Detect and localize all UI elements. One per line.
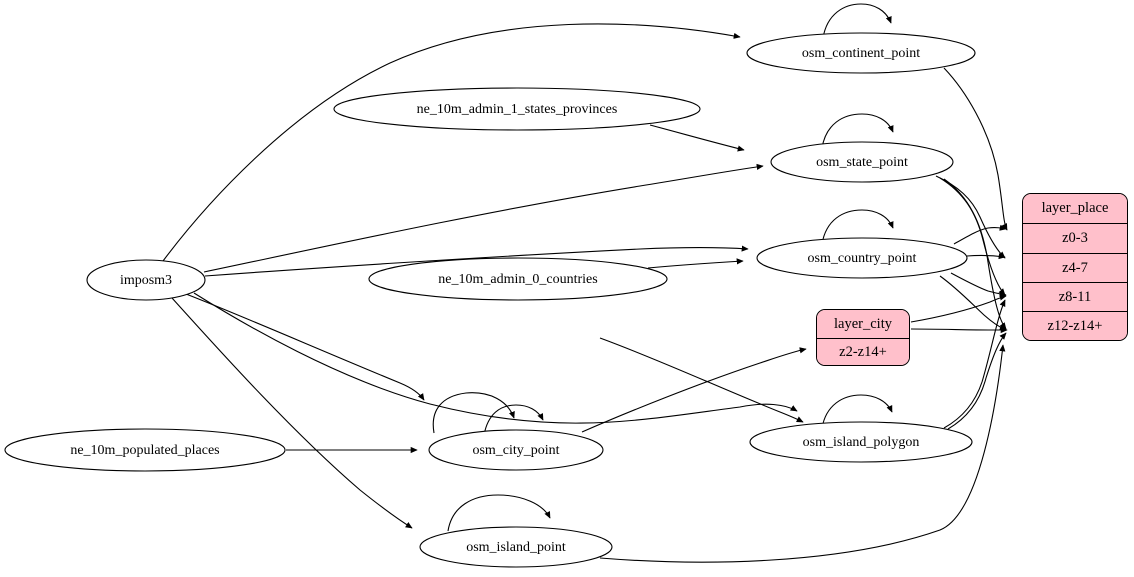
node-osm-city-point[interactable]: osm_city_point <box>428 429 604 471</box>
edge-osm-island-polygon-to-layer-place-z8-11 <box>943 299 1006 429</box>
edge-imposm3-to-osm-country-point <box>204 245 749 277</box>
record-node-layer-city[interactable]: layer_city z2-z14+ <box>816 309 910 366</box>
edge-imposm3-to-osm-island-polygon <box>193 292 798 424</box>
edge-self-loop-osm-city-point <box>483 404 544 436</box>
edge-layer-city-to-layer-place-z12-z14 <box>910 326 1008 334</box>
node-ne-10m-admin-1-states-provinces[interactable]: ne_10m_admin_1_states_provinces <box>333 87 701 131</box>
node-label-osm-country-point: osm_country_point <box>808 251 917 266</box>
edge-imposm3-to-osm-island-point <box>171 297 413 529</box>
record-row-layer-city-header: layer_city <box>817 310 909 339</box>
edge-imposm3-to-osm-city-point <box>185 293 425 401</box>
edge-osm-state-point-to-layer-place-z12-z14 <box>943 178 1007 330</box>
edge-self-loop-osm-continent-point <box>822 3 892 39</box>
node-ne-10m-admin-0-countries[interactable]: ne_10m_admin_0_countries <box>368 257 668 301</box>
record-row-layer-place-z8-11[interactable]: z8-11 <box>1023 283 1127 312</box>
node-label-osm-state-point: osm_state_point <box>816 155 908 170</box>
edge-self-loop-osm-state-point <box>821 113 894 149</box>
edge-layer-city-to-layer-place-z8-11 <box>910 294 1007 323</box>
record-row-layer-city-z2-z14[interactable]: z2-z14+ <box>817 339 909 365</box>
node-label-ne-10m-admin-0-countries: ne_10m_admin_0_countries <box>438 272 597 287</box>
edge-osm-state-point-to-layer-place-z8-11 <box>939 177 1006 296</box>
node-label-osm-island-polygon: osm_island_polygon <box>803 435 920 450</box>
node-label-osm-continent-point: osm_continent_point <box>802 46 920 61</box>
edge-osm-country-point-to-layer-place-z12-z14 <box>939 275 1007 331</box>
edge-osm-continent-point-to-layer-place-z0-3 <box>943 67 1008 231</box>
edge-osm-country-point-to-layer-place-z8-11 <box>950 272 1007 298</box>
node-label-imposm3: imposm3 <box>120 273 172 288</box>
node-label-osm-city-point: osm_city_point <box>472 443 559 458</box>
node-osm-island-point[interactable]: osm_island_point <box>419 526 613 568</box>
edge-imposm3-to-osm-state-point <box>203 163 764 273</box>
edge-osm-city-point-to-layer-city-z2-z14 <box>581 347 807 433</box>
edge-self-loop-osm-country-point <box>821 209 894 245</box>
edge-osm-island-point-to-layer-place-z12-z14 <box>599 344 1006 563</box>
edge-ne-states-to-osm-state-point <box>649 124 745 152</box>
node-label-ne-10m-admin-1-states-provinces: ne_10m_admin_1_states_provinces <box>417 102 618 117</box>
node-osm-country-point[interactable]: osm_country_point <box>756 237 968 279</box>
record-row-layer-place-z12-z14[interactable]: z12-z14+ <box>1023 312 1127 340</box>
node-ne-10m-populated-places[interactable]: ne_10m_populated_places <box>4 428 286 472</box>
edge-imposm3-to-osm-continent-point <box>162 23 741 262</box>
edge-arc-into-osm-city-point <box>432 392 515 434</box>
node-osm-state-point[interactable]: osm_state_point <box>770 141 954 183</box>
record-row-layer-place-header: layer_place <box>1023 194 1127 224</box>
edge-cross-into-osm-island-polygon <box>599 337 804 423</box>
node-label-ne-10m-populated-places: ne_10m_populated_places <box>70 443 219 458</box>
record-row-layer-place-z0-3[interactable]: z0-3 <box>1023 224 1127 254</box>
record-row-layer-place-z4-7[interactable]: z4-7 <box>1023 254 1127 283</box>
node-label-osm-island-point: osm_island_point <box>466 540 566 555</box>
edge-self-loop-osm-island-point <box>447 494 551 532</box>
edge-osm-country-point-to-layer-place-z4-7 <box>966 253 1006 260</box>
edge-osm-island-polygon-to-layer-place-z12-z14 <box>947 332 1007 430</box>
node-osm-island-polygon[interactable]: osm_island_polygon <box>749 421 973 463</box>
edge-group <box>162 3 1008 563</box>
node-imposm3[interactable]: imposm3 <box>86 259 206 301</box>
node-osm-continent-point[interactable]: osm_continent_point <box>746 32 976 74</box>
node-group: imposm3 ne_10m_admin_1_states_provinces … <box>4 32 976 568</box>
edge-ne-countries-to-osm-country-point <box>647 258 744 269</box>
edge-self-loop-osm-island-polygon <box>821 394 893 429</box>
edge-osm-country-point-to-layer-place-z0-3 <box>953 224 1007 245</box>
edge-osm-state-point-to-layer-place-z4-7 <box>935 175 1006 259</box>
record-node-layer-place[interactable]: layer_place z0-3 z4-7 z8-11 z12-z14+ <box>1022 193 1128 341</box>
